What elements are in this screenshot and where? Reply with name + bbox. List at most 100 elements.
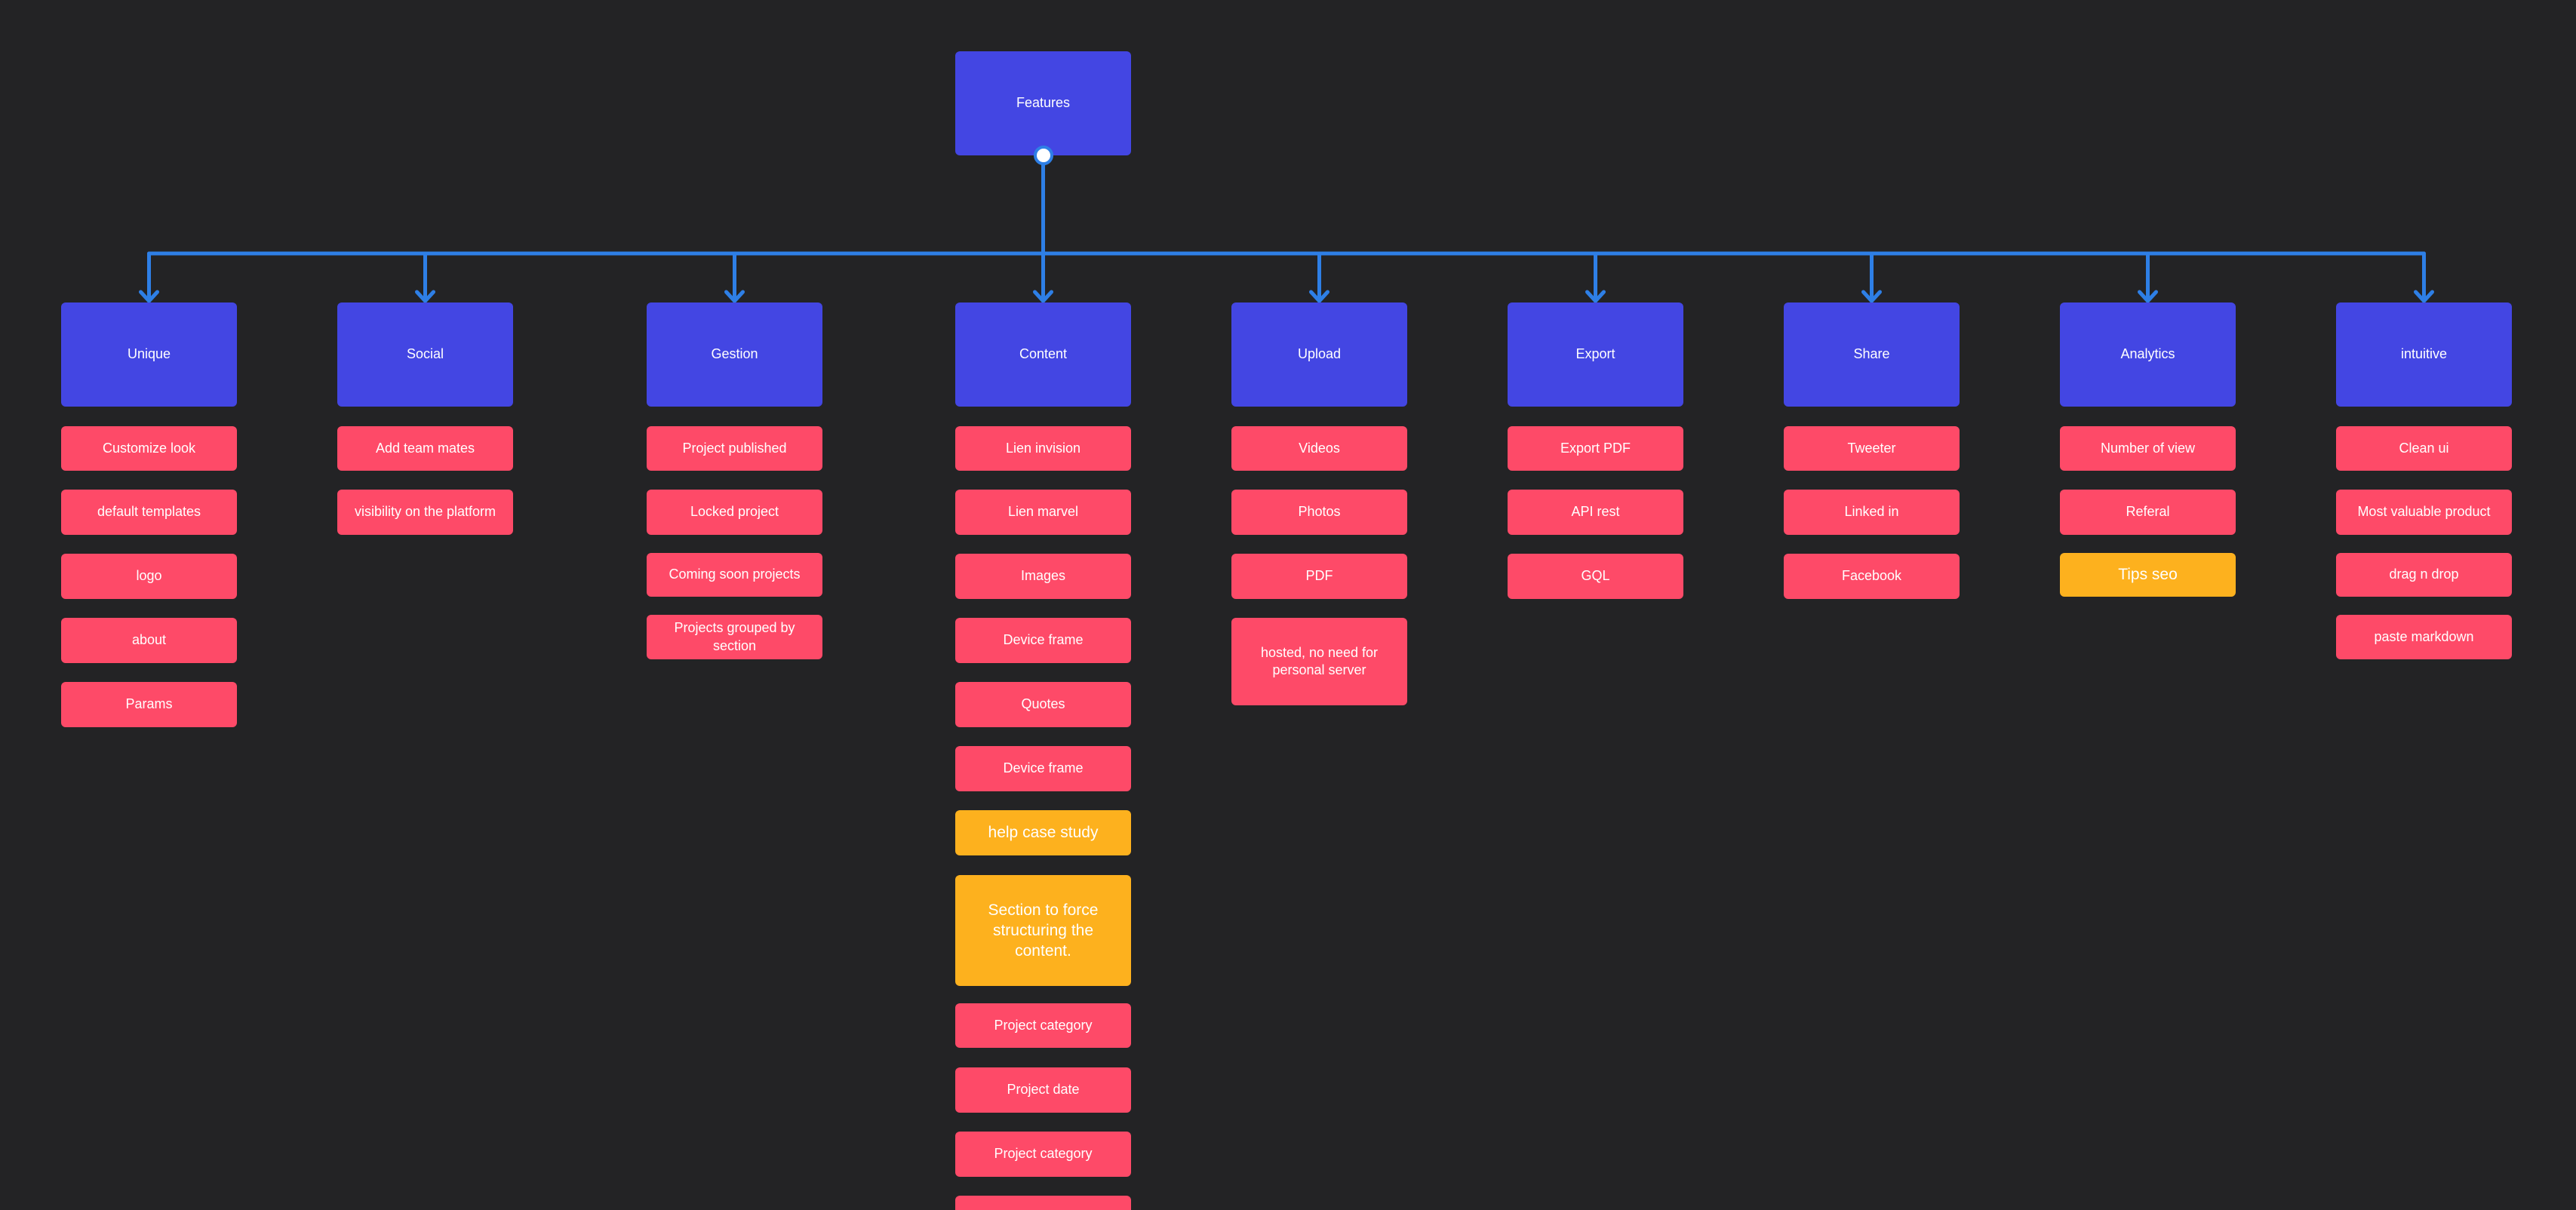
item-label: Add team mates [375, 440, 475, 456]
item-node-videos[interactable]: Videos [1231, 426, 1407, 471]
item-node-linked-in[interactable]: Linked in [1784, 490, 1960, 535]
item-label: paste markdown [2374, 628, 2474, 644]
item-node-blank[interactable] [955, 1196, 1131, 1210]
item-label: Project category [994, 1146, 1093, 1162]
category-node-gestion[interactable]: Gestion [647, 302, 822, 407]
item-node-clean-ui[interactable]: Clean ui [2336, 426, 2512, 471]
item-node-project-category[interactable]: Project category [955, 1132, 1131, 1177]
category-node-intuitive[interactable]: intuitive [2336, 302, 2512, 407]
item-node-project-published[interactable]: Project published [647, 426, 822, 471]
category-label: intuitive [2400, 346, 2448, 362]
item-node-add-team-mates[interactable]: Add team mates [337, 426, 513, 471]
item-label: PDF [1305, 568, 1333, 584]
item-label: Linked in [1844, 504, 1899, 520]
category-node-unique[interactable]: Unique [61, 302, 237, 407]
item-node-help-case-study[interactable]: help case study [955, 810, 1131, 855]
item-label: Device frame [1003, 760, 1084, 776]
item-node-lien-invision[interactable]: Lien invision [955, 426, 1131, 471]
item-node-project-category[interactable]: Project category [955, 1003, 1131, 1048]
item-node-drag-n-drop[interactable]: drag n drop [2336, 553, 2512, 597]
category-node-share[interactable]: Share [1784, 302, 1960, 407]
category-label: Analytics [2120, 346, 2175, 362]
item-node-about[interactable]: about [61, 618, 237, 663]
item-label: API rest [1571, 504, 1620, 520]
item-label: Lien invision [1005, 440, 1081, 456]
category-label: Export [1575, 346, 1615, 362]
item-label: Params [125, 696, 173, 712]
item-node-params[interactable]: Params [61, 682, 237, 727]
item-label: Tweeter [1847, 440, 1896, 456]
item-label: Quotes [1021, 696, 1065, 712]
item-label: about [131, 632, 167, 648]
connector-handle-icon[interactable] [1033, 146, 1053, 165]
category-node-content[interactable]: Content [955, 302, 1131, 407]
item-node-coming-soon-projects[interactable]: Coming soon projects [647, 553, 822, 597]
category-label: Social [406, 346, 444, 362]
item-node-most-valuable-product[interactable]: Most valuable product [2336, 490, 2512, 535]
item-label: Photos [1298, 504, 1341, 520]
item-node-locked-project[interactable]: Locked project [647, 490, 822, 535]
item-label: Number of view [2100, 440, 2196, 456]
category-label: Share [1853, 346, 1890, 362]
arrow-down-icon [1033, 290, 1053, 303]
item-node-export-pdf[interactable]: Export PDF [1508, 426, 1683, 471]
item-node-lien-marvel[interactable]: Lien marvel [955, 490, 1131, 535]
item-label: Images [1020, 568, 1066, 584]
item-node-tweeter[interactable]: Tweeter [1784, 426, 1960, 471]
item-node-project-date[interactable]: Project date [955, 1067, 1131, 1113]
item-node-api-rest[interactable]: API rest [1508, 490, 1683, 535]
category-label: Content [1019, 346, 1068, 362]
item-label: Lien marvel [1007, 504, 1079, 520]
item-label: Projects grouped by section [674, 620, 795, 653]
item-node-logo[interactable]: logo [61, 554, 237, 599]
item-label: logo [136, 568, 162, 584]
item-label: help case study [988, 824, 1099, 842]
arrow-down-icon [724, 290, 745, 303]
category-label: Upload [1297, 346, 1342, 362]
item-label: GQL [1581, 568, 1610, 584]
arrow-down-icon [2414, 290, 2434, 303]
item-node-photos[interactable]: Photos [1231, 490, 1407, 535]
category-node-upload[interactable]: Upload [1231, 302, 1407, 407]
item-node-device-frame[interactable]: Device frame [955, 618, 1131, 663]
item-node-number-of-view[interactable]: Number of view [2060, 426, 2236, 471]
item-node-images[interactable]: Images [955, 554, 1131, 599]
item-node-hosted-no-need-for-personal-server[interactable]: hosted, no need for personal server [1231, 618, 1407, 705]
arrow-down-icon [139, 290, 159, 303]
category-node-analytics[interactable]: Analytics [2060, 302, 2236, 407]
item-node-tips-seo[interactable]: Tips seo [2060, 553, 2236, 597]
category-label: Gestion [711, 346, 758, 362]
item-node-gql[interactable]: GQL [1508, 554, 1683, 599]
item-node-pdf[interactable]: PDF [1231, 554, 1407, 599]
item-label: Tips seo [2118, 566, 2178, 584]
item-label: Coming soon projects [669, 567, 801, 582]
arrow-down-icon [1585, 290, 1606, 303]
item-label: Device frame [1003, 632, 1084, 648]
item-label: hosted, no need for personal server [1260, 644, 1379, 677]
item-node-facebook[interactable]: Facebook [1784, 554, 1960, 599]
category-node-export[interactable]: Export [1508, 302, 1683, 407]
item-label: Project category [994, 1017, 1093, 1033]
root-node-features[interactable]: Features [955, 51, 1131, 155]
item-node-paste-markdown[interactable]: paste markdown [2336, 615, 2512, 659]
item-node-projects-grouped-by-section[interactable]: Projects grouped by section [647, 615, 822, 659]
arrow-down-icon [1309, 290, 1329, 303]
item-label: Section to force structuring the content… [988, 901, 1099, 960]
category-node-social[interactable]: Social [337, 302, 513, 407]
arrow-down-icon [1861, 290, 1882, 303]
item-label: drag n drop [2389, 567, 2459, 582]
item-node-customize-look[interactable]: Customize look [61, 426, 237, 471]
item-label: Project date [1007, 1082, 1080, 1098]
item-node-section-to-force-structuring-the-content[interactable]: Section to force structuring the content… [955, 875, 1131, 986]
item-label: Customize look [102, 440, 196, 456]
item-node-device-frame[interactable]: Device frame [955, 746, 1131, 791]
item-node-quotes[interactable]: Quotes [955, 682, 1131, 727]
item-node-referal[interactable]: Referal [2060, 490, 2236, 535]
arrow-down-icon [415, 290, 435, 303]
item-label: Referal [2126, 504, 2170, 520]
item-node-default-templates[interactable]: default templates [61, 490, 237, 535]
item-label: Locked project [690, 504, 779, 520]
item-node-visibility-on-the-platform[interactable]: visibility on the platform [337, 490, 513, 535]
